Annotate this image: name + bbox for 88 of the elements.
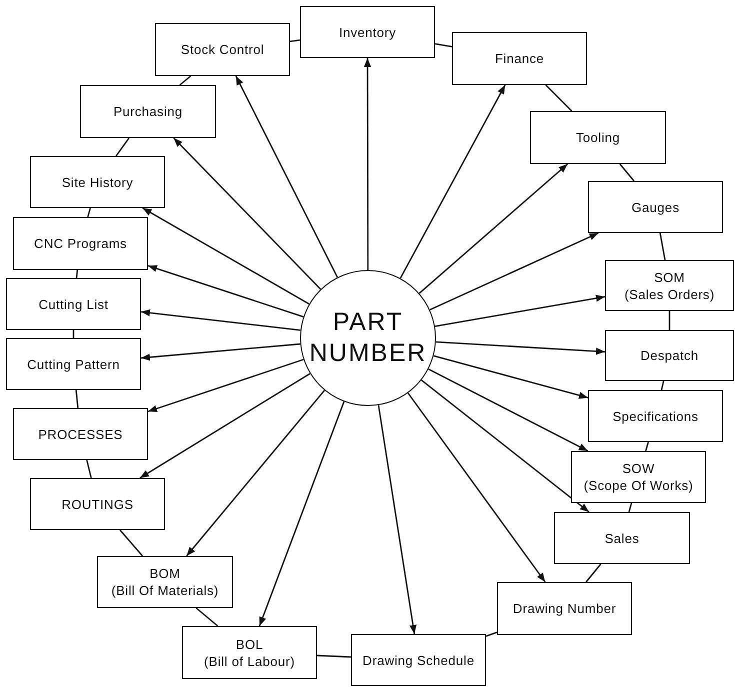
ring-connector bbox=[668, 311, 670, 330]
node-label: Cutting List bbox=[38, 296, 108, 312]
arrow bbox=[173, 138, 322, 290]
arrow bbox=[418, 163, 568, 294]
module-box bbox=[300, 6, 435, 58]
node-label: Gauges bbox=[632, 198, 680, 216]
arrow bbox=[186, 390, 326, 556]
arrow bbox=[433, 355, 588, 399]
ring-connector bbox=[196, 607, 218, 627]
ring-connector bbox=[290, 39, 300, 42]
node-label: PROCESSES bbox=[38, 426, 123, 442]
module-box bbox=[571, 451, 706, 503]
ring-connector bbox=[116, 138, 130, 156]
ring-connector bbox=[86, 460, 92, 478]
module-box bbox=[605, 330, 734, 381]
arrow bbox=[364, 58, 372, 270]
ring-connector bbox=[119, 530, 144, 556]
module-box bbox=[80, 85, 216, 138]
module-box bbox=[351, 634, 486, 686]
module-box bbox=[588, 390, 723, 442]
node-label: (Sales Orders) bbox=[624, 286, 715, 302]
module-box bbox=[155, 23, 290, 76]
ring-connector bbox=[486, 632, 498, 637]
module-box bbox=[182, 626, 317, 679]
arrow bbox=[140, 343, 300, 361]
ring-connector bbox=[75, 390, 79, 408]
module-box bbox=[452, 32, 587, 85]
ring-connector bbox=[619, 164, 635, 182]
node-label: Site History bbox=[62, 174, 134, 190]
node-label: Purchasing bbox=[113, 103, 183, 120]
module-box bbox=[13, 408, 148, 460]
module-box bbox=[530, 111, 666, 164]
node-label: BOL bbox=[236, 636, 264, 652]
ring-connector bbox=[179, 75, 192, 86]
ring-connector bbox=[628, 502, 632, 512]
ring-connector bbox=[76, 270, 78, 278]
ring-connector bbox=[659, 232, 666, 260]
ring-connector bbox=[586, 564, 602, 582]
arrow bbox=[428, 368, 588, 452]
ring-connector bbox=[434, 43, 452, 48]
node-label: (Bill of Labour) bbox=[204, 652, 295, 670]
node-label: Specifications bbox=[612, 408, 698, 424]
node-label: BOM bbox=[150, 565, 180, 582]
arrow bbox=[430, 232, 599, 310]
module-box bbox=[497, 582, 632, 635]
module-box bbox=[6, 338, 141, 390]
node-label: (Scope Of Works) bbox=[584, 477, 694, 494]
node-label: Stock Control bbox=[180, 41, 264, 58]
node-label: ROUTINGS bbox=[62, 496, 134, 512]
arrow bbox=[434, 294, 606, 327]
ring-connector bbox=[87, 208, 91, 218]
arrow bbox=[436, 341, 606, 355]
node-label: SOM bbox=[654, 268, 685, 286]
arrow bbox=[378, 405, 417, 634]
node-label: Despatch bbox=[640, 347, 699, 364]
arrow bbox=[140, 309, 300, 331]
node-label: Finance bbox=[494, 50, 544, 67]
module-box bbox=[13, 217, 148, 270]
node-label: SOW bbox=[622, 460, 655, 477]
arrow bbox=[400, 84, 506, 279]
module-box bbox=[6, 278, 141, 330]
ring-connector bbox=[645, 442, 649, 452]
arrow bbox=[148, 265, 304, 318]
module-box bbox=[554, 512, 690, 564]
arrow bbox=[148, 358, 304, 412]
node-label: Tooling bbox=[576, 129, 620, 146]
arrow bbox=[420, 380, 590, 513]
module-box bbox=[605, 260, 734, 311]
arrow bbox=[258, 401, 345, 626]
arrow bbox=[140, 373, 310, 479]
node-label: Sales bbox=[604, 530, 640, 546]
arrow bbox=[142, 207, 310, 305]
node-label: PART NUMBER bbox=[309, 307, 427, 369]
ring-connector bbox=[316, 654, 352, 658]
node-label: (Bill Of Materials) bbox=[111, 582, 219, 599]
node-label: CNC Programs bbox=[34, 235, 127, 252]
ring-connector bbox=[545, 84, 572, 112]
module-box bbox=[588, 181, 723, 233]
node-label: Drawing Schedule bbox=[362, 652, 474, 668]
node-label: Cutting Pattern bbox=[27, 356, 120, 372]
module-box bbox=[30, 156, 165, 208]
arrow bbox=[407, 392, 546, 582]
ring-connector bbox=[660, 380, 664, 390]
module-box bbox=[30, 478, 165, 530]
arrow bbox=[235, 76, 338, 278]
node-label: Drawing Number bbox=[512, 600, 616, 617]
module-box bbox=[97, 556, 233, 608]
node-label: Inventory bbox=[338, 24, 396, 40]
